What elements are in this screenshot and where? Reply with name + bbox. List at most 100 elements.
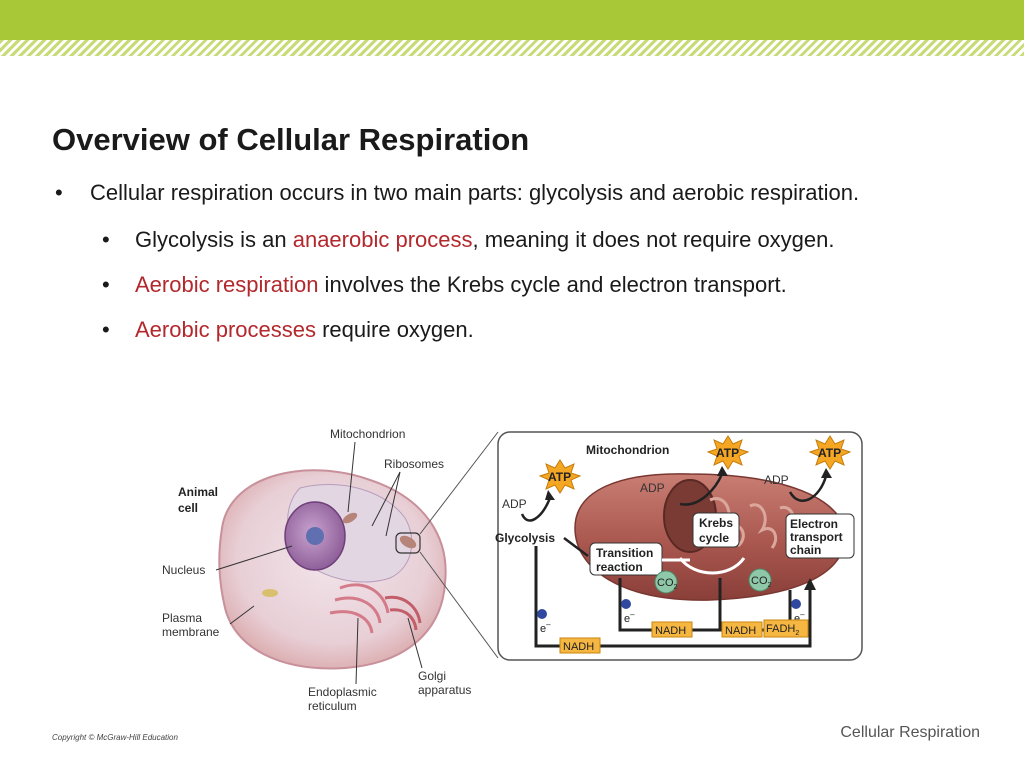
bullet-dot: • <box>102 317 110 342</box>
sub-bullet-1-highlight: anaerobic process <box>292 227 473 252</box>
atp-star-3 <box>808 435 852 470</box>
label-reaction: reaction <box>596 560 643 574</box>
label-glycolysis: Glycolysis <box>495 531 555 545</box>
label-transport: transport <box>790 530 843 544</box>
label-nucleus: Nucleus <box>162 563 205 577</box>
label-golgi: Golgi <box>418 669 446 683</box>
adp-arrow-3 <box>788 475 828 502</box>
vesicle-1 <box>262 589 278 597</box>
leader-nucleus <box>215 545 293 571</box>
etc-box <box>785 513 855 559</box>
mitochondrion-inset: Mitochondrion Transition reaction Krebs … <box>495 431 863 661</box>
label-reticulum: reticulum <box>308 699 357 713</box>
sub-bullet-2-post: involves the Krebs cycle and electron tr… <box>318 272 787 297</box>
atp-burst-etc: ATP <box>808 435 852 470</box>
adp-arrowhead-3 <box>821 468 832 478</box>
atp-star-2 <box>706 435 750 470</box>
label-chain: chain <box>790 543 821 557</box>
co2-label-2: CO2 <box>751 575 772 589</box>
glycolysis-arrow <box>563 537 589 557</box>
electron-dot-3 <box>791 599 801 609</box>
adp-arrowhead-1 <box>545 490 555 500</box>
krebs-arrow-1 <box>678 557 746 575</box>
sub-bullet-3-post: require oxygen. <box>315 317 474 342</box>
electron-dot-1 <box>537 609 547 619</box>
respiration-figure: Mitochondrion Ribosomes Animal cell Nucl… <box>150 418 870 718</box>
atp-label-3: ATP <box>818 446 841 460</box>
animal-cell <box>218 431 499 670</box>
slide-title: Overview of Cellular Respiration <box>52 122 530 157</box>
electron-3: e– <box>791 599 805 625</box>
label-ribosomes: Ribosomes <box>384 457 444 471</box>
nadh-box-3 <box>721 621 763 638</box>
nadh-box-2 <box>651 621 693 638</box>
zoom-line-top <box>419 431 499 535</box>
electron-1: e– <box>537 609 551 635</box>
inset-title: Mitochondrion <box>586 443 669 457</box>
electron-line-main <box>534 546 812 648</box>
footer-label: Cellular Respiration <box>840 724 980 741</box>
electron-arrowhead <box>804 578 816 590</box>
atp-star-1 <box>538 459 582 494</box>
electron-label-2: e– <box>624 610 635 625</box>
label-endoplasmic: Endoplasmic <box>308 685 377 699</box>
mito-small-2 <box>399 535 417 549</box>
electron-label-1: e– <box>540 620 551 635</box>
copyright-notice: Copyright © McGraw-Hill Education <box>52 733 178 742</box>
bullet-list: • Cellular respiration occurs in two mai… <box>52 178 982 344</box>
golgi-shape <box>384 595 422 631</box>
leader-ribosomes-1 <box>371 471 401 527</box>
er-shape <box>329 583 390 634</box>
sub-bullet-3-highlight: Aerobic processes <box>135 317 316 342</box>
sub-bullet-2-highlight: Aerobic respiration <box>135 272 319 297</box>
sub-bullet-3: • Aerobic processes require oxygen. <box>52 315 982 344</box>
adp-label-2: ADP <box>640 481 665 495</box>
leader-er <box>355 617 359 685</box>
atp-label-2: ATP <box>716 446 739 460</box>
bullet-main: • Cellular respiration occurs in two mai… <box>52 178 982 207</box>
label-membrane: membrane <box>162 625 220 639</box>
zoom-line-bottom <box>419 551 499 659</box>
fadh-box <box>763 619 809 638</box>
label-transition: Transition <box>596 546 653 560</box>
co2-bubble-1 <box>654 570 678 594</box>
atp-burst-krebs: ATP <box>706 435 750 470</box>
leader-mitochondrion <box>347 441 356 513</box>
adp-label-1: ADP <box>502 497 527 511</box>
co2-label-1: CO2 <box>657 577 678 591</box>
adp-arrow-1 <box>520 497 552 522</box>
bullet-dot: • <box>102 272 110 297</box>
adp-arrow-2 <box>679 473 724 506</box>
electron-2: e– <box>621 599 635 625</box>
nucleolus-shape <box>306 527 324 545</box>
label-plasma: Plasma <box>162 611 202 625</box>
sub-bullet-2: • Aerobic respiration involves the Krebs… <box>52 270 982 299</box>
zoom-box <box>395 532 421 554</box>
bullet-dot: • <box>55 180 63 205</box>
mito-small-1 <box>342 512 358 524</box>
electron-dot-2 <box>621 599 631 609</box>
label-mitochondrion: Mitochondrion <box>330 427 405 441</box>
nadh-box-1 <box>559 637 601 654</box>
krebs-box <box>692 512 740 548</box>
fadh-label: FADH2 <box>766 623 799 637</box>
nadh-label-2: NADH <box>655 625 686 637</box>
label-krebs: Krebs <box>699 516 733 530</box>
figure-svg: Mitochondrion Ribosomes Animal cell Nucl… <box>162 427 863 713</box>
label-cell: cell <box>178 501 198 515</box>
top-band <box>0 0 1024 40</box>
leader-golgi <box>407 617 423 669</box>
top-stripes <box>0 40 1024 56</box>
nadh-label-1: NADH <box>563 641 594 653</box>
electron-label-3: e– <box>794 610 805 625</box>
label-animal: Animal <box>178 485 218 499</box>
nadh-label-3: NADH <box>725 625 756 637</box>
sub-bullet-1: • Glycolysis is an anaerobic process, me… <box>52 225 982 254</box>
leader-ribosomes-2 <box>385 471 401 537</box>
bullet-main-text: Cellular respiration occurs in two main … <box>90 180 860 205</box>
bullet-dot: • <box>102 227 110 252</box>
adp-arrowhead-2 <box>717 466 728 476</box>
leader-plasma <box>229 605 255 625</box>
co2-bubble-2 <box>748 568 772 592</box>
atp-burst-glycolysis: ATP <box>538 459 582 494</box>
